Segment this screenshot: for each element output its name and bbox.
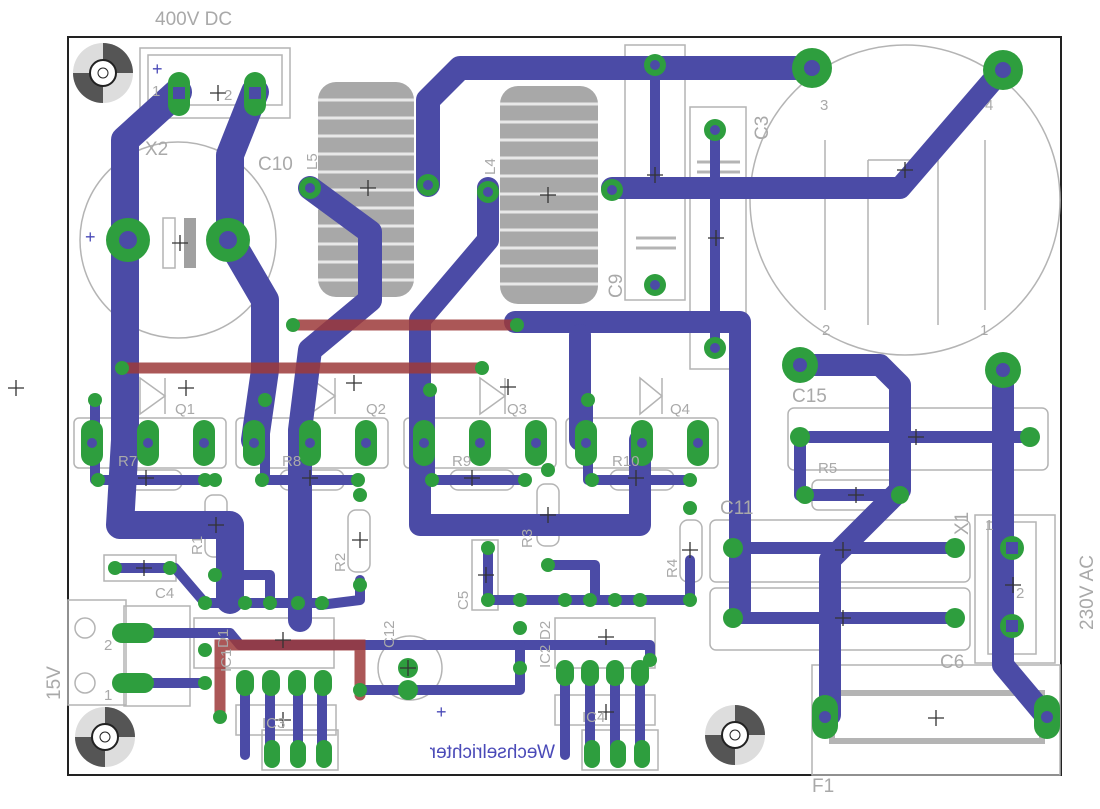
label-c6: C6 <box>940 652 964 673</box>
c3-body <box>689 106 747 370</box>
label-q2: Q2 <box>366 401 386 418</box>
label-r3: R3 <box>519 529 536 548</box>
label-r10: R10 <box>612 453 640 470</box>
label-c11: C11 <box>720 498 753 519</box>
pin-x1-1: 1 <box>985 517 993 534</box>
label-c12: C12 <box>381 620 398 648</box>
pin-15v-1: 1 <box>104 687 112 704</box>
label-l5: L5 <box>304 153 321 170</box>
plus-marker-elko: + <box>85 227 96 247</box>
plus-marker-c12: + <box>436 702 447 722</box>
origin-crosses <box>8 85 1021 728</box>
label-15v: 15V <box>44 666 65 700</box>
label-c15: C15 <box>792 386 827 407</box>
label-f1: F1 <box>812 776 834 797</box>
label-ic4: IC4 <box>582 709 605 726</box>
label-x1: X1 <box>952 512 973 535</box>
c3-outline <box>749 44 1061 356</box>
label-230v-ac: 230V AC <box>1077 555 1098 630</box>
label-x2: X2 <box>145 139 168 160</box>
board-title: Wechselrichter <box>429 742 555 763</box>
label-d1: D1 <box>215 629 232 648</box>
label-r8: R8 <box>282 453 301 470</box>
top-copper-traces <box>116 319 523 723</box>
label-q4: Q4 <box>670 401 690 418</box>
pin-c3-1: 1 <box>980 322 988 339</box>
label-ic3: IC3 <box>262 715 285 732</box>
coil-l5 <box>318 82 414 297</box>
label-c9: C9 <box>606 274 627 298</box>
label-q1: Q1 <box>175 401 195 418</box>
pin-c3-4: 4 <box>985 97 993 114</box>
plus-marker-x2: + <box>152 59 163 79</box>
label-r5: R5 <box>818 460 837 477</box>
elko-plate-neg <box>184 218 196 268</box>
mounting-holes <box>73 43 765 767</box>
label-c4: C4 <box>155 585 174 602</box>
label-r9: R9 <box>452 453 471 470</box>
pin-x1-2: 2 <box>1016 585 1024 602</box>
label-c3: C3 <box>752 116 773 140</box>
c9-body <box>624 44 686 301</box>
label-l4: L4 <box>482 158 499 175</box>
pin-15v-2: 2 <box>104 637 112 654</box>
label-q3: Q3 <box>507 401 527 418</box>
pin-x2-1: 1 <box>152 83 160 100</box>
label-ic2: IC2 <box>537 645 554 668</box>
label-400v-dc: 400V DC <box>155 9 232 30</box>
elko-outline <box>79 141 277 339</box>
label-r2: R2 <box>332 553 349 572</box>
board-outline <box>67 36 1062 776</box>
label-r7: R7 <box>118 453 137 470</box>
label-ic1: IC1 <box>218 649 235 672</box>
pin-c3-3: 3 <box>820 97 828 114</box>
pin-c3-2: 2 <box>822 322 830 339</box>
label-d2: D2 <box>537 621 554 640</box>
pads <box>81 48 1060 768</box>
label-c10: C10 <box>258 154 293 175</box>
label-r1: R1 <box>189 536 206 555</box>
label-c5: C5 <box>455 591 472 610</box>
x2-body <box>139 47 291 119</box>
pin-x2-2: 2 <box>224 87 232 104</box>
label-r4: R4 <box>664 559 681 578</box>
